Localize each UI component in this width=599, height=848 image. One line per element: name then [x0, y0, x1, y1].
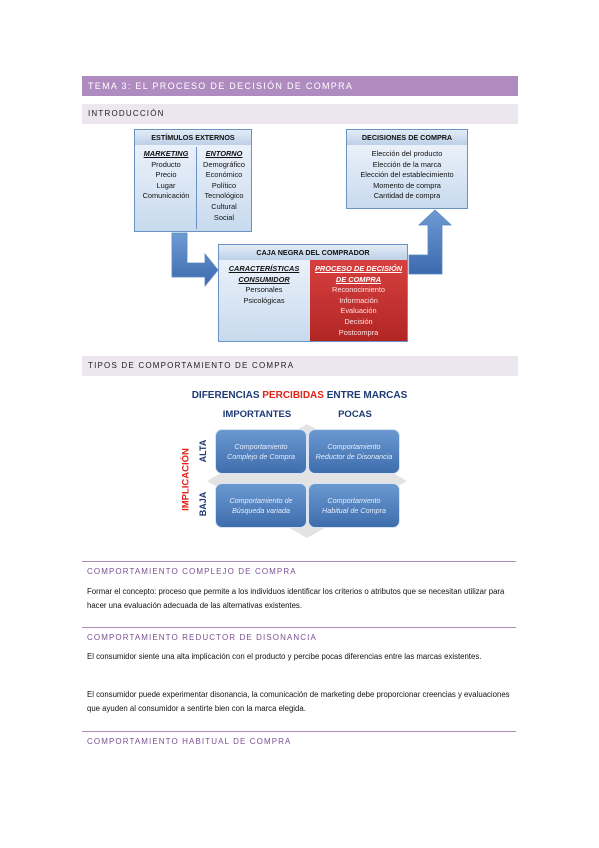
- caracteristicas-title-2: CONSUMIDOR: [238, 274, 290, 284]
- decisiones-list: Elección del producto Elección de la mar…: [347, 149, 467, 202]
- matrix-title-post: ENTRE MARCAS: [323, 390, 408, 401]
- entorno-item: Económico: [205, 170, 243, 180]
- marketing-title: MARKETING: [143, 149, 189, 158]
- decision-item: Elección del producto: [371, 149, 443, 158]
- section-divider: [82, 731, 516, 732]
- decision-item: Elección de la marca: [372, 159, 442, 169]
- entorno-column: ENTORNO Demográfico Económico Político T…: [198, 149, 250, 223]
- marketing-item: Comunicación: [142, 191, 190, 201]
- proceso-title: PROCESO DE DECISIÓN: [314, 264, 403, 273]
- proceso-item: Información: [339, 295, 378, 305]
- quadrant-busqueda: Comportamiento de Búsqueda variada: [215, 483, 307, 528]
- heading-complejo: COMPORTAMIENTO COMPLEJO DE COMPRA: [87, 567, 297, 576]
- caracteristica-item: Personales: [245, 285, 283, 295]
- proceso-item: Evaluación: [340, 306, 377, 316]
- quadrant-complejo: Comportamiento Complejo de Compra: [215, 429, 307, 474]
- estimulos-externos-box: ESTÍMULOS EXTERNOS MARKETING Producto Pr…: [134, 129, 252, 232]
- proceso-item: Postcompra: [338, 327, 379, 337]
- marketing-item: Producto: [151, 159, 181, 169]
- quadrant-reductor: Comportamiento Reductor de Disonancia: [308, 429, 400, 474]
- arrow-caja-to-decisiones: [408, 209, 453, 275]
- proceso-column: PROCESO DE DECISIÓN DE COMPRA Reconocimi…: [310, 264, 407, 338]
- matrix-title-highlight: PERCIBIDAS: [262, 390, 324, 401]
- decision-item: Elección del establecimiento: [360, 170, 454, 180]
- heading-reductor: COMPORTAMIENTO REDUCTOR DE DISONANCIA: [87, 633, 317, 642]
- marketing-item: Precio: [155, 170, 177, 180]
- proceso-item: Reconocimiento: [332, 285, 385, 295]
- heading-habitual: COMPORTAMIENTO HABITUAL DE COMPRA: [87, 737, 292, 746]
- matrix-title: DIFERENCIAS PERCIBIDAS ENTRE MARCAS: [0, 390, 599, 401]
- proceso-decision-panel: PROCESO DE DECISIÓN DE COMPRA Reconocimi…: [310, 260, 407, 341]
- entorno-item: Político: [211, 180, 237, 190]
- caracteristicas-title: CARACTERÍSTICAS: [228, 264, 300, 273]
- caracteristicas-column: CARACTERÍSTICAS CONSUMIDOR Personales Ps…: [221, 264, 307, 306]
- caja-negra-box: CAJA NEGRA DEL COMPRADOR CARACTERÍSTICAS…: [218, 244, 408, 342]
- column-few-label: POCAS: [338, 409, 372, 420]
- section-divider: [82, 627, 516, 628]
- entorno-title: ENTORNO: [205, 149, 243, 158]
- section-divider: [82, 561, 516, 562]
- paragraph-reductor-1: El consumidor siente una alta implicació…: [87, 652, 482, 661]
- quadrant-habitual: Comportamiento Habitual de Compra: [308, 483, 400, 528]
- decision-item: Cantidad de compra: [373, 191, 441, 201]
- paragraph-reductor-2: El consumidor puede experimentar disonan…: [87, 690, 510, 713]
- arrow-estimulos-to-caja: [171, 232, 219, 288]
- entorno-item: Tecnológico: [204, 191, 244, 201]
- marketing-item: Lugar: [156, 180, 176, 190]
- section-intro-header: INTRODUCCIÓN: [82, 104, 518, 124]
- column-important-label: IMPORTANTES: [222, 409, 292, 420]
- topic-title-banner: TEMA 3: EL PROCESO DE DECISIÓN DE COMPRA: [82, 76, 518, 96]
- entorno-item: Demográfico: [203, 159, 245, 169]
- column-divider: [196, 147, 197, 229]
- matrix-title-pre: DIFERENCIAS: [191, 390, 263, 401]
- proceso-item: Decisión: [344, 316, 373, 326]
- paragraph-complejo: Formar el concepto: proceso que permite …: [87, 587, 505, 610]
- entorno-item: Cultural: [211, 201, 237, 211]
- caracteristica-item: Psicológicas: [243, 295, 285, 305]
- marketing-column: MARKETING Producto Precio Lugar Comunica…: [138, 149, 194, 202]
- decision-item: Momento de compra: [373, 180, 441, 190]
- entorno-item: Social: [213, 212, 235, 222]
- proceso-title-2: DE COMPRA: [335, 274, 382, 284]
- decisiones-compra-box: DECISIONES DE COMPRA Elección del produc…: [346, 129, 468, 209]
- section-tipos-header: TIPOS DE COMPORTAMIENTO DE COMPRA: [82, 356, 518, 376]
